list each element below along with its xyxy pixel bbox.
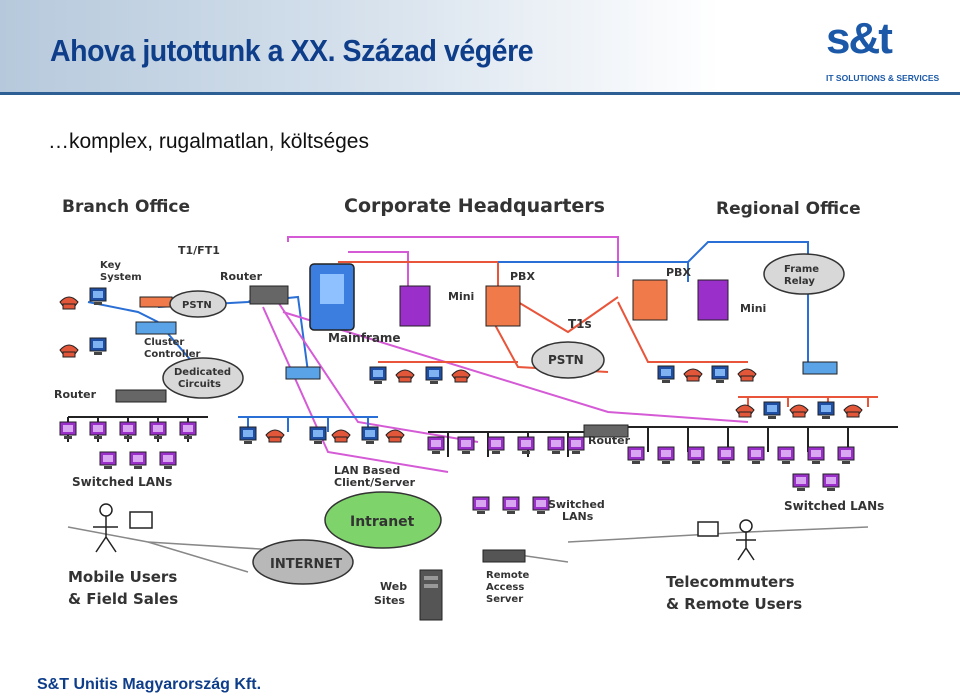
regional-pcs <box>628 366 862 491</box>
footer-company: S&T Unitis Magyarország Kft. <box>37 676 261 694</box>
pbx-right-icon <box>633 280 667 320</box>
pstn-center-label: PSTN <box>548 353 584 367</box>
mini-right-icon <box>698 280 728 320</box>
router-top-icon <box>250 286 288 304</box>
remote-access-server-icon <box>483 550 525 562</box>
logo-tagline: IT SOLUTIONS & SERVICES <box>826 73 939 83</box>
cluster-controller-icon <box>136 322 176 334</box>
switched-lans-left-label: Switched LANs <box>72 475 172 489</box>
header-divider <box>0 92 960 95</box>
dedicated-label-2: Circuits <box>178 379 221 390</box>
pstn-small-label: PSTN <box>182 300 212 311</box>
pbx-left-icon <box>486 286 520 326</box>
frame-relay-label-1: Frame <box>784 264 819 275</box>
cluster-label-1: Cluster <box>144 337 184 348</box>
key-system-icon <box>140 297 172 307</box>
router-top-label: Router <box>220 270 263 283</box>
mobile-users-label-1: Mobile Users <box>68 568 177 586</box>
pbx-right-label: PBX <box>666 266 691 279</box>
hub-right-icon <box>803 362 837 374</box>
t1ft1-label: T1/FT1 <box>178 244 220 257</box>
web-sites-label-2: Sites <box>374 594 405 607</box>
cluster-label-2: Controller <box>144 349 201 360</box>
dedicated-label-1: Dedicated <box>174 367 231 378</box>
pbx-left-label: PBX <box>510 270 535 283</box>
mobile-users-label-2: & Field Sales <box>68 590 178 608</box>
key-system-label-1: Key <box>100 260 121 271</box>
switched-lans-center-label-2: LANs <box>562 510 594 523</box>
lan-based-label-2: Client/Server <box>334 476 416 489</box>
mobile-user-figure <box>93 504 152 552</box>
network-diagram: Branch Office Corporate Headquarters Reg… <box>48 182 918 630</box>
frame-relay-label-2: Relay <box>784 276 815 287</box>
corporate-hq-label: Corporate Headquarters <box>344 195 605 217</box>
slide-subtitle: …komplex, rugalmatlan, költséges <box>48 130 369 154</box>
mainframe-label: Mainframe <box>328 331 401 345</box>
mini-right-label: Mini <box>740 302 766 315</box>
mini-left-icon <box>400 286 430 326</box>
mini-left-label: Mini <box>448 290 474 303</box>
mainframe-icon <box>310 264 354 330</box>
intranet-label: Intranet <box>350 514 415 530</box>
key-system-label-2: System <box>100 272 142 283</box>
switched-lans-right-label: Switched LANs <box>784 499 884 513</box>
company-logo: s&t IT SOLUTIONS & SERVICES <box>802 10 950 88</box>
hub-center-icon <box>286 367 320 379</box>
slide-title: Ahova jutottunk a XX. Század végére <box>50 33 533 69</box>
regional-office-label: Regional Office <box>716 199 861 219</box>
remote-access-label-2: Access <box>486 582 524 593</box>
t1s-label: T1s <box>568 317 592 331</box>
remote-access-label-3: Server <box>486 594 523 605</box>
web-server-icon <box>420 570 442 620</box>
router-left-icon <box>116 390 166 402</box>
telecommuter-figure <box>698 520 756 560</box>
web-sites-label-1: Web <box>380 580 407 593</box>
remote-access-label-1: Remote <box>486 570 530 581</box>
dedicated-circuits-cloud <box>163 358 243 398</box>
router-center-label: Router <box>588 434 631 447</box>
router-left-label: Router <box>54 388 97 401</box>
logo-wordmark: s&t <box>826 14 891 64</box>
internet-label: INTERNET <box>270 557 342 572</box>
telecommuters-label-2: & Remote Users <box>666 595 802 613</box>
telecommuters-label-1: Telecommuters <box>666 573 795 591</box>
branch-office-label: Branch Office <box>62 197 190 217</box>
